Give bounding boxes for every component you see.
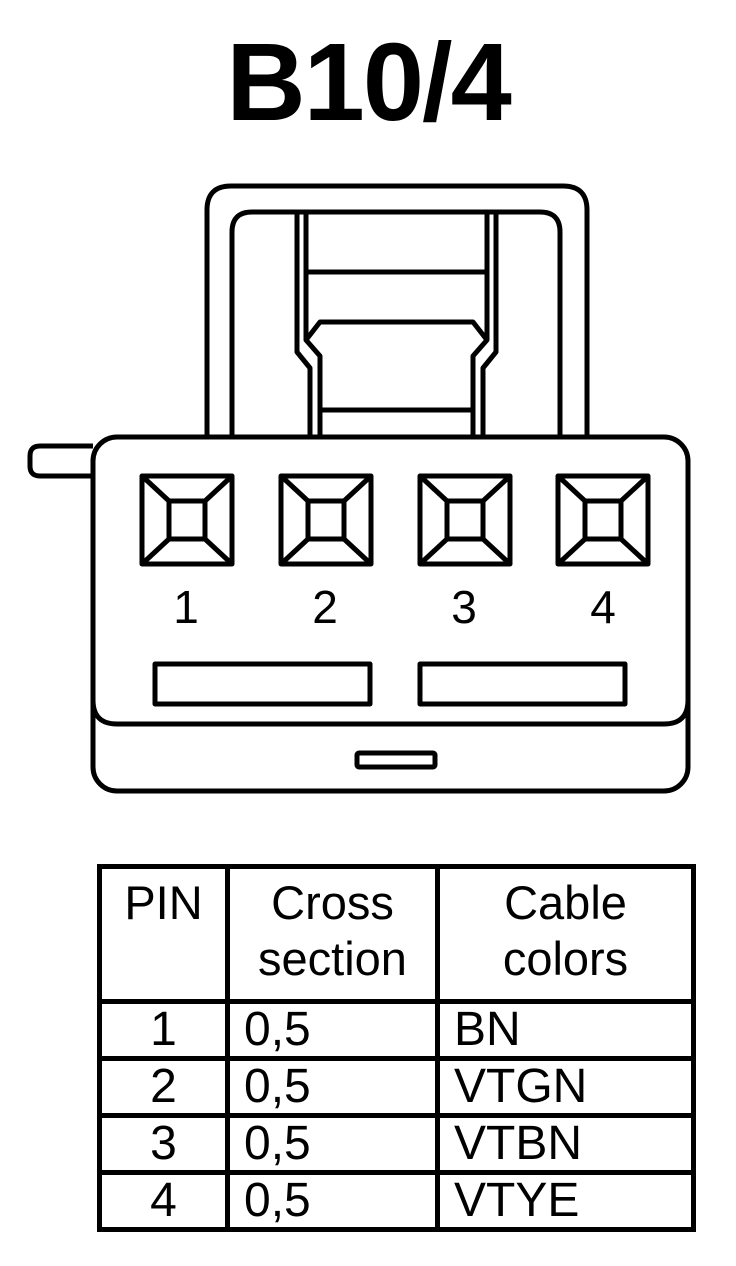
pin-label-3: 3 [451, 581, 477, 633]
table-row: 4 0,5 VTYE [97, 1170, 696, 1232]
connector-title: B10/4 [226, 21, 512, 144]
header-cable-colors-line1: Cable [504, 876, 627, 929]
pin-label-4: 4 [590, 581, 616, 633]
connector-drawing: 1 2 3 4 [27, 183, 691, 794]
pin-cavity-4 [555, 473, 651, 567]
header-cross-section-line2: section [258, 932, 407, 985]
header-pin-label: PIN [124, 876, 203, 929]
cross-section-value: 0,5 [225, 999, 440, 1061]
pin-cavity-3 [417, 473, 513, 567]
cable-color-value: BN [435, 999, 696, 1061]
cable-color-value: VTYE [435, 1170, 696, 1232]
header-cross-section-line1: Cross [271, 876, 394, 929]
latch-frame [204, 183, 590, 437]
pin-cavity-1 [139, 473, 235, 567]
bottom-slot [354, 750, 438, 770]
connector-body [90, 434, 691, 794]
cross-section-value: 0,5 [225, 1056, 440, 1118]
cable-color-value: VTBN [435, 1113, 696, 1175]
table-header-row: PIN Cross section Cable colors [97, 864, 696, 1004]
cross-section-value: 0,5 [225, 1170, 440, 1232]
pin-number: 2 [97, 1056, 230, 1118]
pin-cavity-2 [278, 473, 374, 567]
header-cable-colors: Cable colors [435, 864, 696, 1004]
cable-color-value: VTGN [435, 1056, 696, 1118]
slot-left [152, 661, 373, 707]
table-row: 1 0,5 BN [97, 999, 696, 1061]
pin-label-2: 2 [312, 581, 338, 633]
header-cable-colors-line2: colors [502, 932, 629, 985]
cross-section-value: 0,5 [225, 1113, 440, 1175]
side-tab [27, 443, 93, 479]
table-row: 3 0,5 VTBN [97, 1113, 696, 1175]
table-row: 2 0,5 VTGN [97, 1056, 696, 1118]
header-cross-section: Cross section [225, 864, 440, 1004]
pin-number: 3 [97, 1113, 230, 1175]
pin-number: 1 [97, 999, 230, 1061]
slot-right [417, 661, 628, 707]
pin-number: 4 [97, 1170, 230, 1232]
pin-label-1: 1 [173, 581, 199, 633]
header-pin: PIN [97, 864, 230, 1004]
pin-assignment-table: PIN Cross section Cable colors 1 0,5 BN … [97, 864, 696, 1232]
